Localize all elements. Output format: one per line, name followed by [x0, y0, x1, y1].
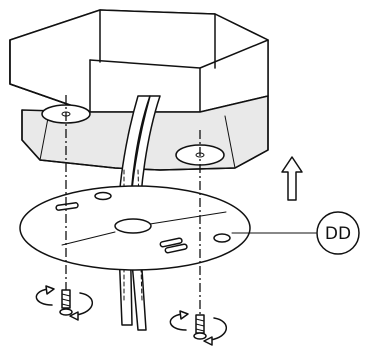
callout-circle [316, 211, 360, 255]
screw-right [193, 314, 207, 340]
rotate-arrow-left-icon [35, 285, 93, 321]
mounting-plate [19, 185, 251, 271]
plate-slot-left [55, 202, 79, 211]
rotate-arrow-right-icon [169, 310, 227, 346]
callout-label: DD [325, 224, 351, 244]
junction-box [9, 9, 269, 171]
mounting-plate-center-hole [114, 218, 152, 234]
screw-left [59, 289, 73, 316]
up-arrow-icon [281, 156, 303, 201]
